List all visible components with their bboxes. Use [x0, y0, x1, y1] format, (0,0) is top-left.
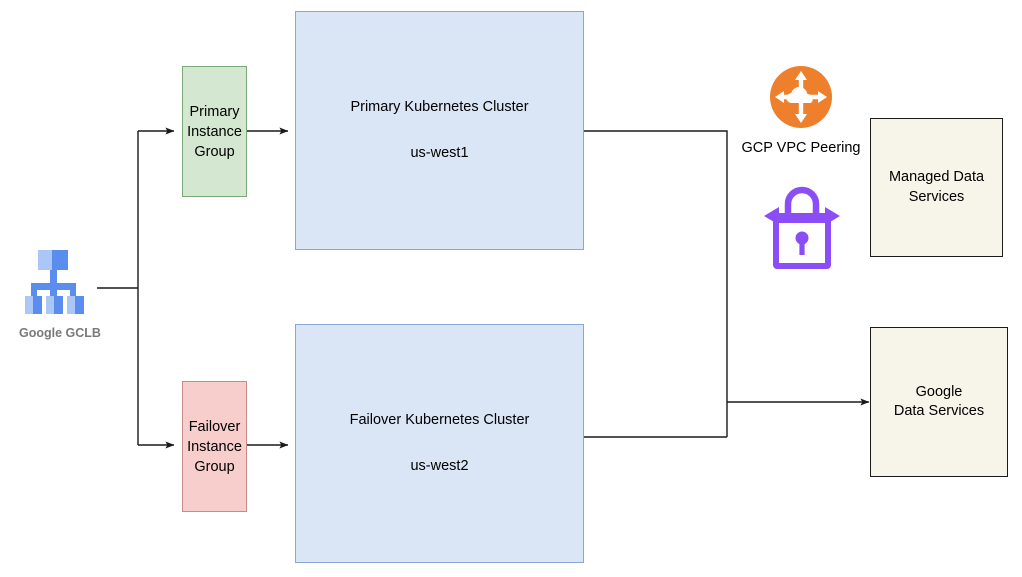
google-gclb-label: Google GCLB [19, 326, 101, 340]
gcp-vpc-peering-label: GCP VPC Peering [741, 140, 861, 156]
failover-instance-group-line3: Group [194, 458, 235, 475]
failover-kubernetes-cluster-node[interactable]: Failover Kubernetes Cluster us-west2 [295, 324, 584, 563]
primary-instance-group-line3: Group [194, 143, 235, 160]
managed-data-services-node[interactable]: Managed Data Services [870, 118, 1003, 257]
failover-instance-group-line2: Instance [187, 438, 242, 455]
failover-cluster-region: us-west2 [410, 457, 469, 474]
managed-data-services-line1: Managed Data [888, 169, 985, 186]
failover-cluster-title: Failover Kubernetes Cluster [349, 412, 530, 429]
managed-data-services-line2: Services [908, 188, 965, 205]
primary-instance-group-node[interactable]: Primary Instance Group [182, 66, 247, 197]
google-data-services-line2: Data Services [893, 403, 985, 419]
google-data-services-node[interactable]: Google Data Services [870, 327, 1008, 477]
primary-cluster-title: Primary Kubernetes Cluster [350, 99, 529, 116]
primary-cluster-region: us-west1 [410, 144, 469, 161]
secure-peering-padlock-icon [762, 172, 842, 272]
gcp-vpc-peering-icon [769, 65, 833, 129]
failover-instance-group-line1: Failover [188, 418, 241, 435]
google-gclb-icon [20, 248, 98, 316]
edge-primary-cluster-to-merge [584, 130, 728, 437]
primary-instance-group-line2: Instance [187, 123, 242, 140]
primary-kubernetes-cluster-node[interactable]: Primary Kubernetes Cluster us-west1 [295, 11, 584, 250]
primary-instance-group-line1: Primary [189, 103, 240, 120]
failover-instance-group-node[interactable]: Failover Instance Group [182, 381, 247, 512]
google-data-services-line1: Google [915, 383, 963, 400]
